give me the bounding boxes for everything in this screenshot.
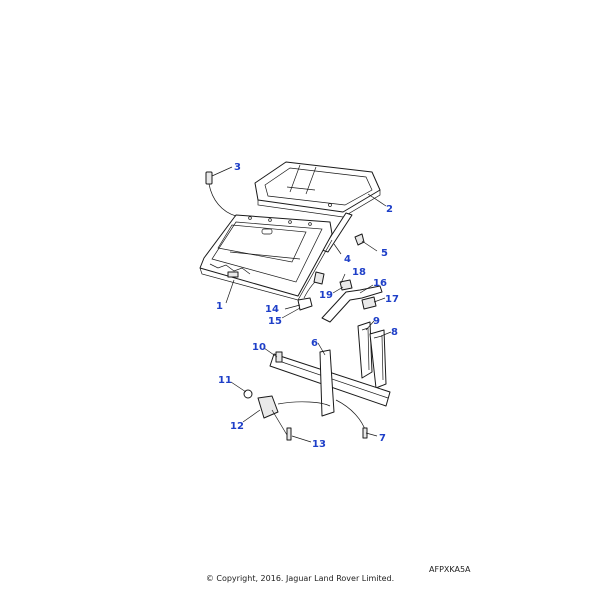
callout-5: 5 <box>381 248 388 259</box>
part-2-roof-panel-rear <box>254 161 381 218</box>
callout-2: 2 <box>386 204 393 215</box>
part-3-screw-cable <box>205 171 237 217</box>
callout-11: 11 <box>218 375 232 386</box>
part-8-pillar-bracket <box>369 329 387 389</box>
callout-1: 1 <box>216 301 223 312</box>
leader-lines <box>211 166 392 443</box>
callout-16: 16 <box>373 278 387 289</box>
callout-6: 6 <box>311 338 318 349</box>
callout-12: 12 <box>230 421 244 432</box>
callout-3: 3 <box>234 162 241 173</box>
diagram-reference-code: AFPXKA5A <box>429 565 471 574</box>
callout-18: 18 <box>352 267 366 278</box>
callout-10: 10 <box>252 342 266 353</box>
callout-17: 17 <box>385 294 399 305</box>
part-7-fastener <box>335 399 368 439</box>
callout-14: 14 <box>265 304 279 315</box>
callout-7: 7 <box>379 433 386 444</box>
callout-4: 4 <box>344 254 351 265</box>
part-5-clip-fastener <box>354 233 365 246</box>
part-14-15-bracket <box>297 271 325 311</box>
part-16-bracket-assembly <box>321 279 383 323</box>
part-1-roof-panel-front <box>199 214 333 301</box>
callout-13: 13 <box>312 439 326 450</box>
callout-8: 8 <box>391 327 398 338</box>
callout-15: 15 <box>268 316 282 327</box>
copyright-notice: © Copyright, 2016. Jaguar Land Rover Lim… <box>205 574 395 583</box>
part-6-vertical-rail <box>319 349 335 417</box>
callout-labels: 3 2 4 5 1 14 15 18 19 16 17 9 8 10 6 11 … <box>216 162 399 450</box>
part-9-pillar-bracket <box>357 321 373 379</box>
callout-9: 9 <box>373 316 380 327</box>
part-4-seal-strip <box>321 212 353 253</box>
part-12-hinge-block <box>243 389 331 441</box>
callout-19: 19 <box>319 290 333 301</box>
